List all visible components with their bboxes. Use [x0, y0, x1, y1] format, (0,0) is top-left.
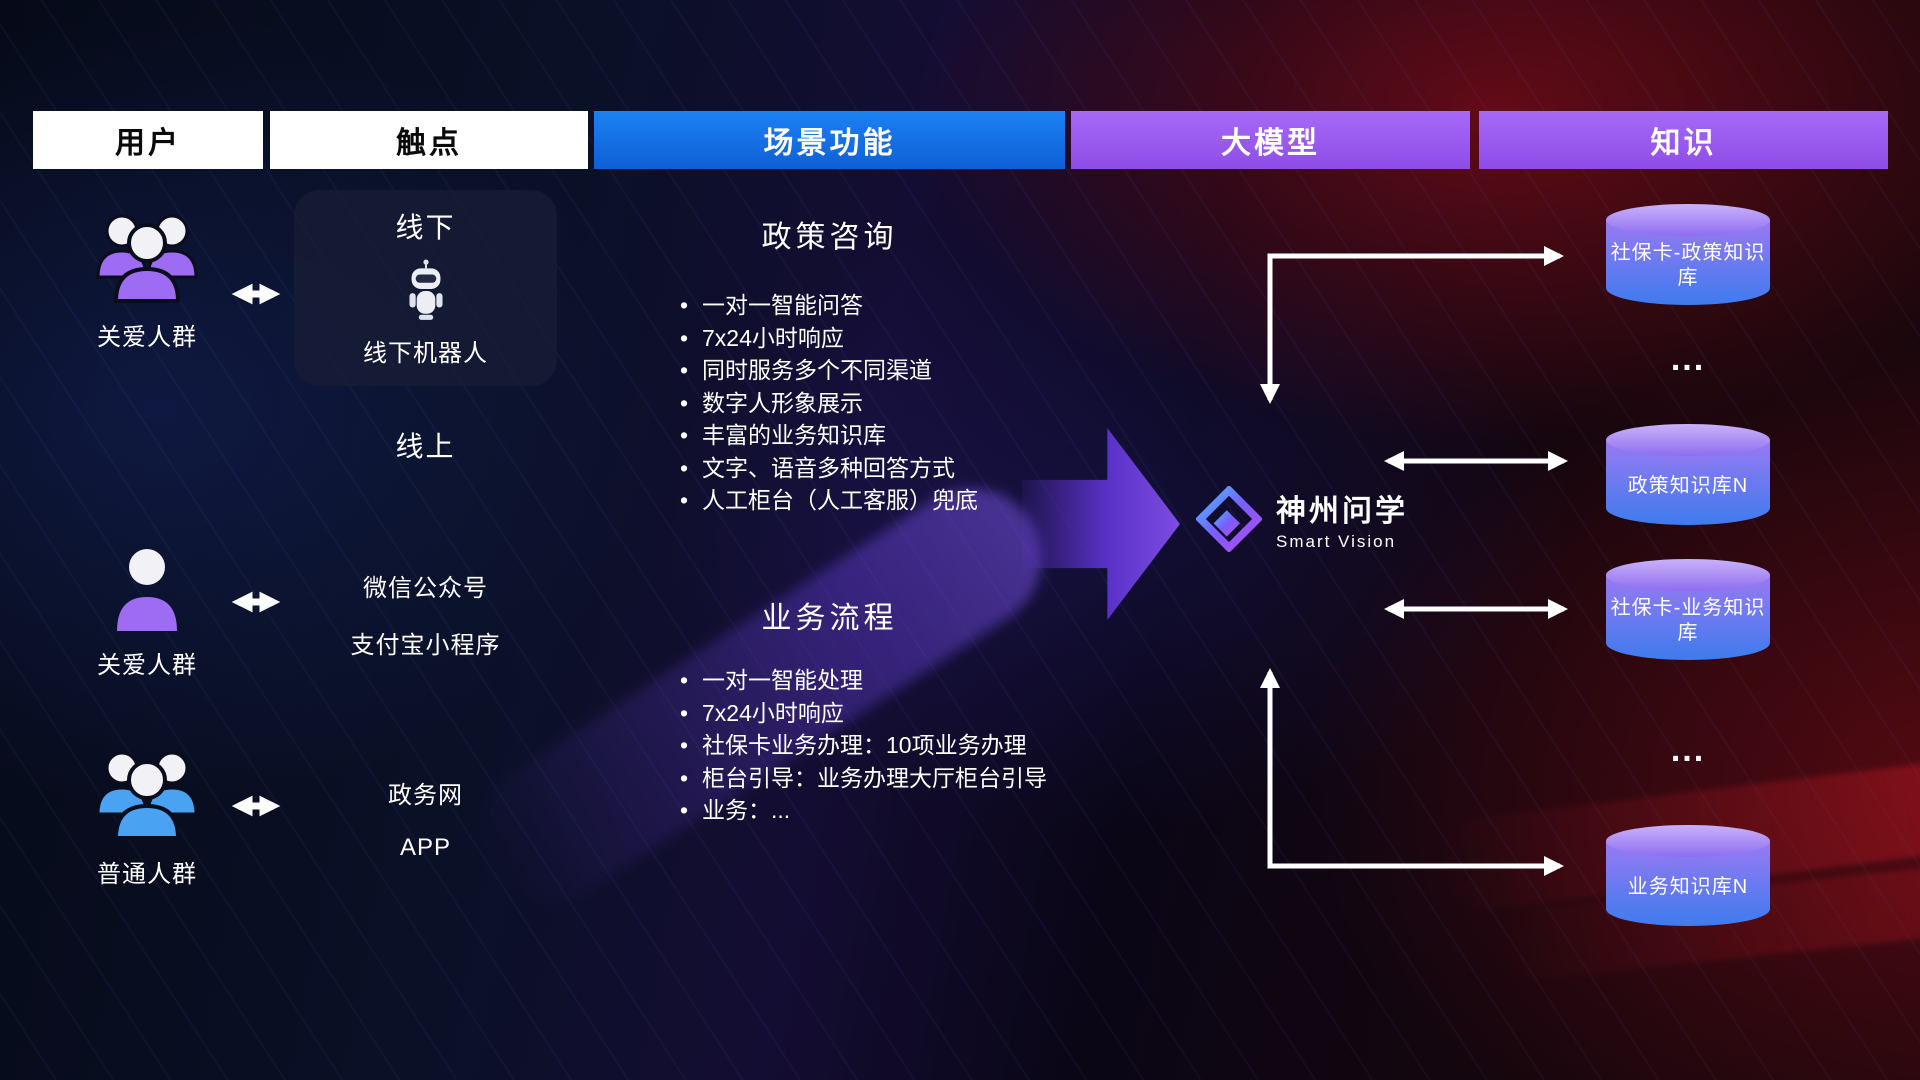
list-item: 一对一智能问答 — [678, 289, 1108, 322]
list-item: 数字人形象展示 — [678, 387, 1108, 420]
group-people-icon — [96, 751, 198, 840]
section-title-policy-consult: 政策咨询 — [761, 221, 898, 254]
list-item: 一对一智能处理 — [678, 664, 1108, 697]
offline-touchpoint-card: 线下 线下机器人 — [294, 190, 557, 386]
header-users: 用户 — [33, 111, 263, 169]
touchpoint-alipay: 支付宝小程序 — [350, 632, 501, 659]
header-knowledge: 知识 — [1479, 111, 1888, 169]
database-icon — [1606, 559, 1770, 660]
person-icon — [117, 549, 177, 631]
model-logo: 神州问学 Smart Vision — [1196, 486, 1408, 552]
kb-label: 社保卡-政策知识库 — [1610, 242, 1766, 289]
touchpoint-app: APP — [399, 834, 452, 861]
kb-label: 业务知识库N — [1627, 875, 1749, 898]
list-item: 7x24小时响应 — [678, 697, 1108, 730]
user-group-care-1: 关爱人群 — [67, 205, 227, 352]
database-icon — [1606, 204, 1770, 305]
list-item: 人工柜台（人工客服）兜底 — [678, 484, 1108, 517]
list-item: 柜台引导：业务办理大厅柜台引导 — [678, 762, 1108, 795]
header-large-model: 大模型 — [1071, 111, 1470, 169]
list-item: 社保卡业务办理：10项业务办理 — [678, 729, 1108, 762]
kb-label: 社保卡-业务知识库 — [1610, 597, 1766, 644]
model-name: 神州问学 — [1276, 495, 1408, 528]
business-feature-list: 一对一智能处理 7x24小时响应 社保卡业务办理：10项业务办理 柜台引导：业务… — [678, 664, 1108, 827]
online-title: 线上 — [395, 431, 456, 462]
user-person-care: 关爱人群 — [67, 545, 227, 680]
touchpoint-wechat: 微信公众号 — [363, 575, 488, 602]
user-label: 关爱人群 — [97, 652, 197, 679]
list-item: 同时服务多个不同渠道 — [678, 354, 1108, 387]
kb-business-n: 业务知识库N — [1602, 823, 1774, 929]
header-touchpoints: 触点 — [270, 111, 588, 169]
kb-sscard-business: 社保卡-业务知识库 — [1602, 557, 1774, 663]
kb-label: 政策知识库N — [1627, 474, 1749, 497]
policy-feature-list: 一对一智能问答 7x24小时响应 同时服务多个不同渠道 数字人形象展示 丰富的业… — [678, 289, 1108, 517]
model-subtitle: Smart Vision — [1276, 532, 1397, 551]
arrow-model-kb1 — [1260, 246, 1564, 404]
list-item: 业务：... — [678, 794, 1108, 827]
offline-robot-label: 线下机器人 — [363, 340, 488, 367]
list-item: 7x24小时响应 — [678, 322, 1108, 355]
database-icon — [1606, 424, 1770, 525]
list-item: 丰富的业务知识库 — [678, 419, 1108, 452]
kb-policy-n: 政策知识库N — [1602, 422, 1774, 528]
kb-sscard-policy: 社保卡-政策知识库 — [1602, 202, 1774, 308]
user-label: 关爱人群 — [97, 324, 197, 351]
header-scenario-functions: 场景功能 — [594, 111, 1065, 169]
kb-ellipsis: ... — [1670, 731, 1706, 769]
kb-ellipsis: ... — [1670, 340, 1706, 378]
offline-title: 线下 — [395, 212, 456, 243]
user-group-ordinary: 普通人群 — [67, 742, 227, 889]
diamond-logo-icon — [1196, 486, 1262, 552]
group-people-icon — [96, 214, 198, 303]
list-item: 文字、语音多种回答方式 — [678, 452, 1108, 485]
user-label: 普通人群 — [97, 861, 197, 888]
robot-icon — [408, 259, 443, 320]
database-icon — [1606, 825, 1770, 926]
section-title-business-process: 业务流程 — [761, 602, 898, 635]
touchpoint-gov-web: 政务网 — [388, 782, 463, 809]
